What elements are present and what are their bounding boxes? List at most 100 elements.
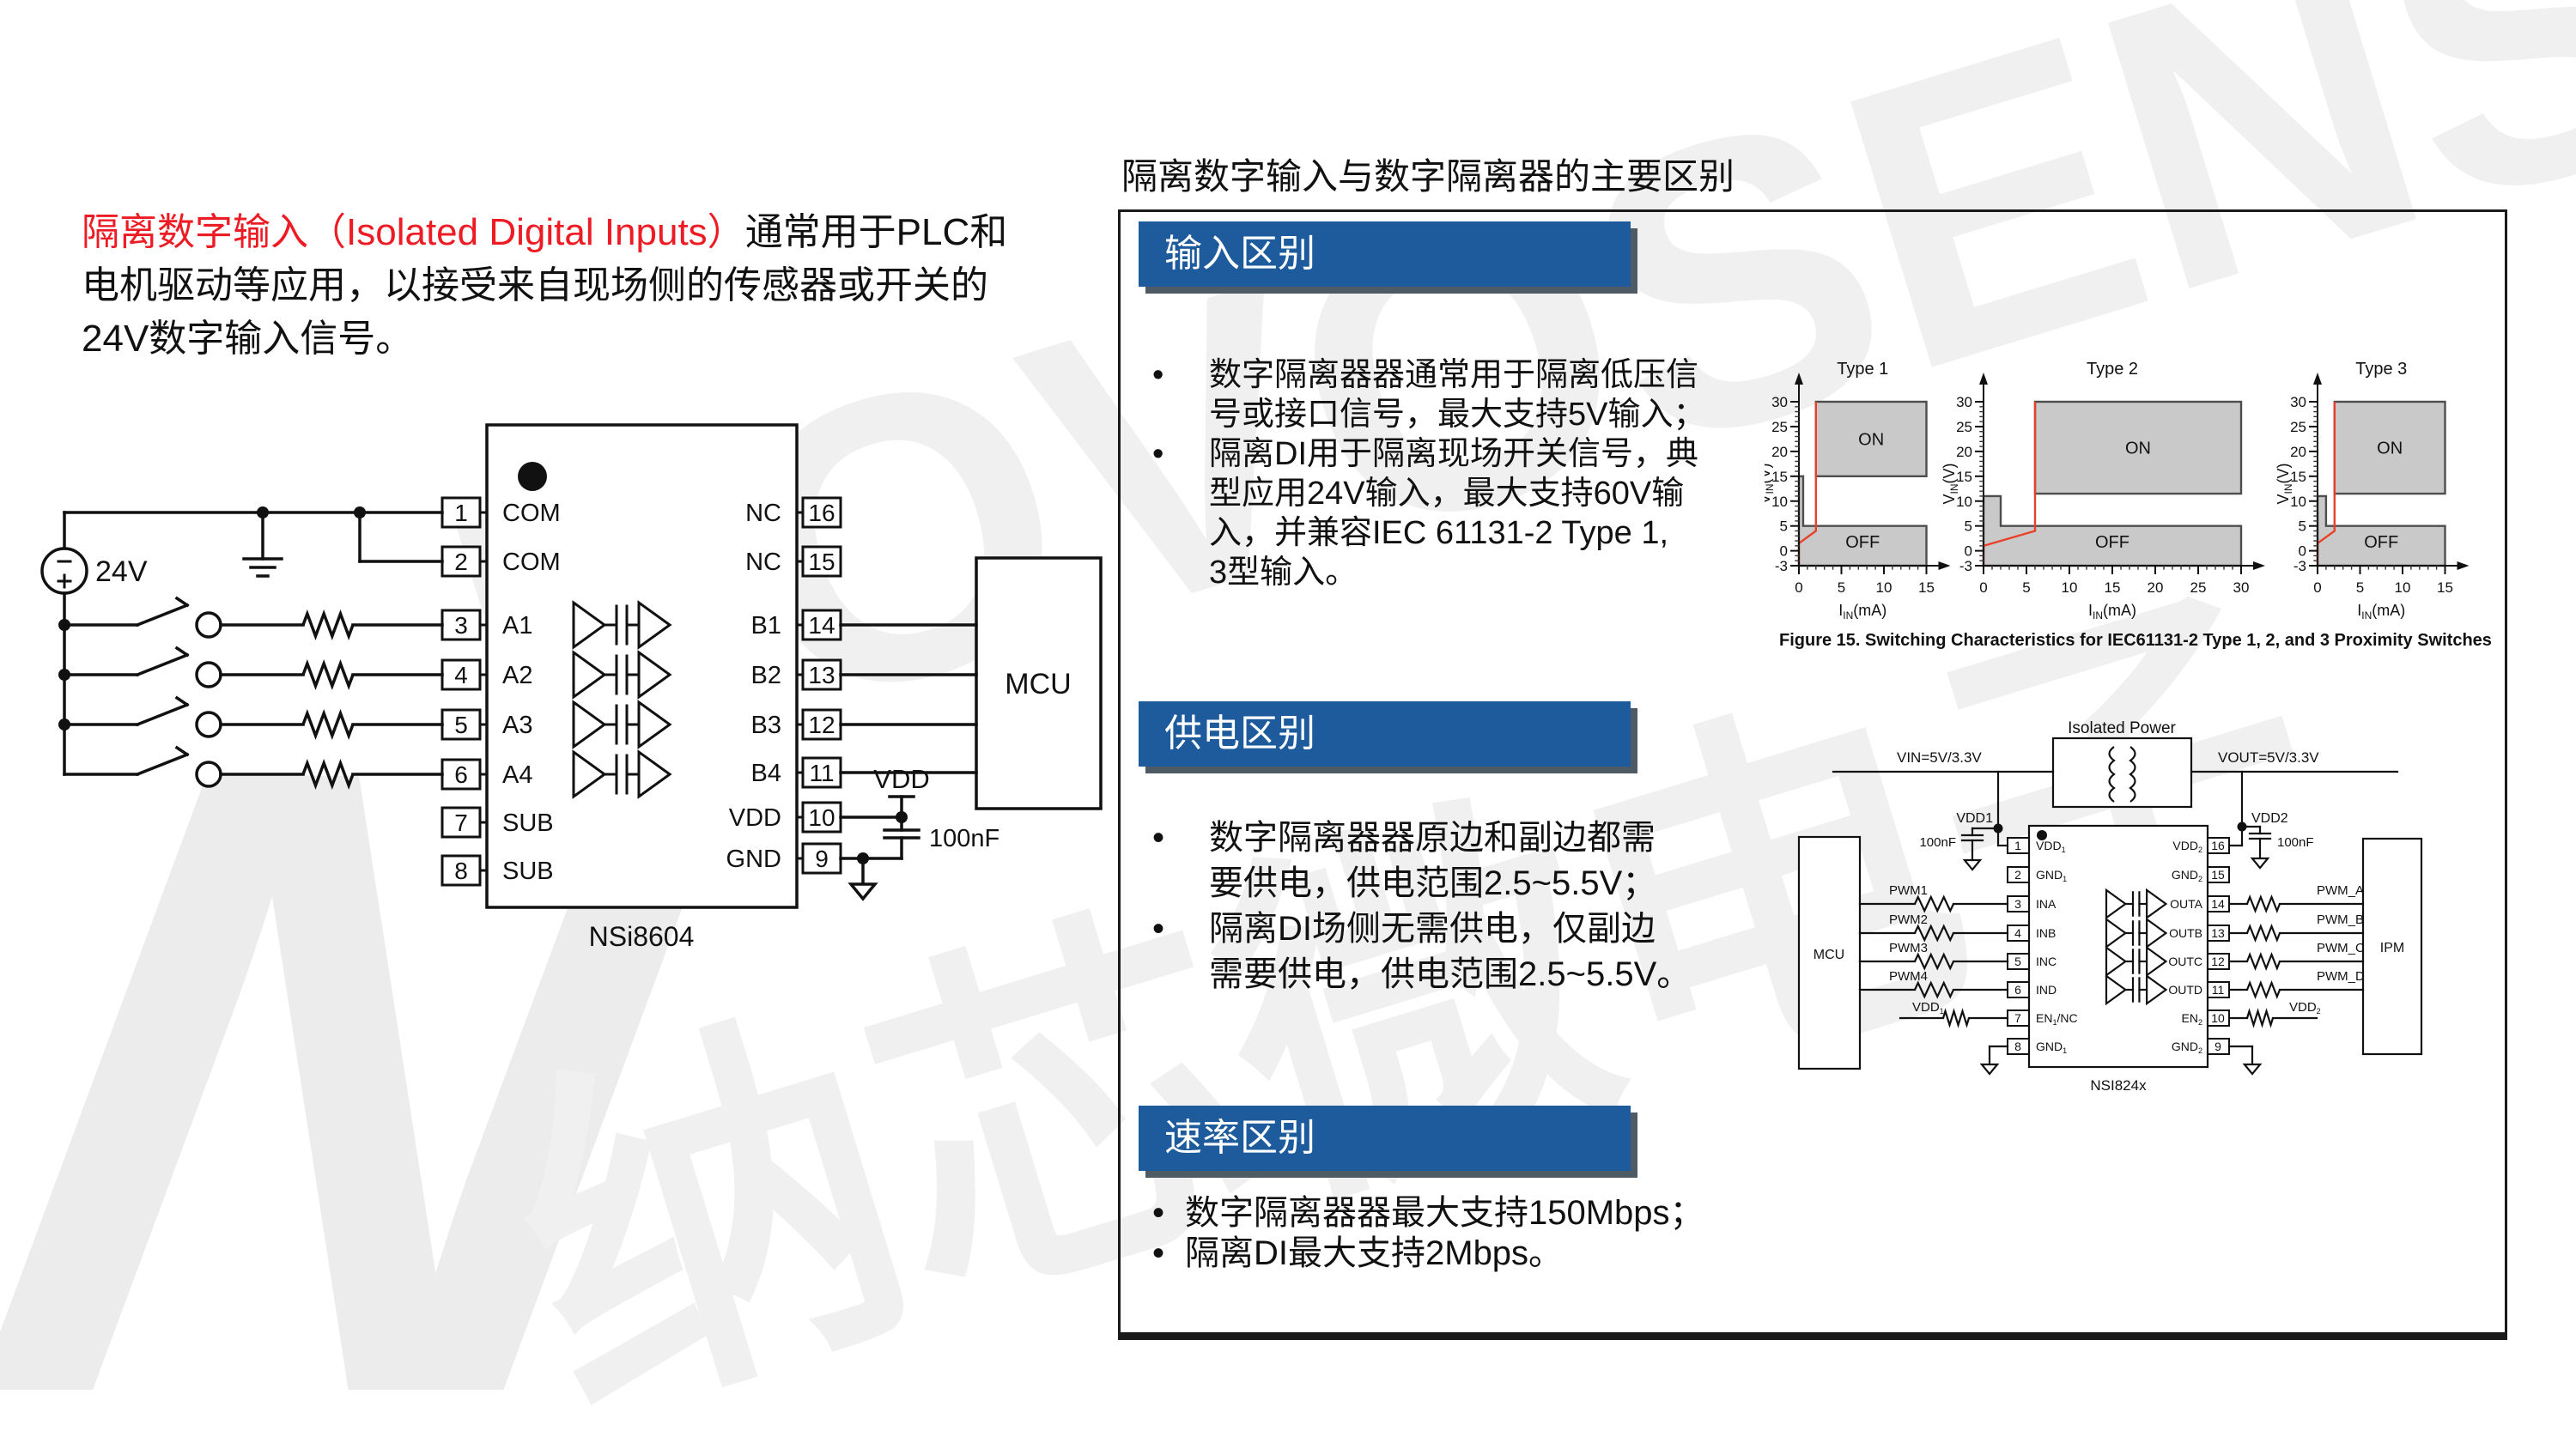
svg-text:15: 15 xyxy=(1956,469,1972,485)
svg-text:VIN(V): VIN(V) xyxy=(1765,463,1776,504)
svg-text:10: 10 xyxy=(2062,579,2078,596)
svg-text:OUTA: OUTA xyxy=(2170,897,2203,911)
svg-text:30: 30 xyxy=(2290,394,2306,410)
svg-text:9: 9 xyxy=(815,846,829,872)
svg-text:15: 15 xyxy=(2105,579,2121,596)
svg-text:16: 16 xyxy=(2211,839,2225,852)
svg-text:EN1/NC: EN1/NC xyxy=(2036,1011,2078,1027)
svg-text:6: 6 xyxy=(2014,983,2021,997)
intro-red-term: 隔离数字输入（Isolated Digital Inputs） xyxy=(82,211,745,253)
bullet-line: 入，并兼容IEC 61131-2 Type 1, xyxy=(1209,515,1669,551)
svg-text:20: 20 xyxy=(1771,444,1788,460)
power-difference-list: 数字隔离器器原边和副边都需 要供电，供电范围2.5~5.5V； 隔离DI场侧无需… xyxy=(1152,815,1691,997)
svg-text:25: 25 xyxy=(1771,419,1788,435)
svg-text:100nF: 100nF xyxy=(1919,835,1956,850)
svg-text:0: 0 xyxy=(1795,579,1802,596)
svg-text:Type 3: Type 3 xyxy=(2355,360,2407,379)
svg-text:VDD2: VDD2 xyxy=(2289,1000,2321,1016)
svg-text:10: 10 xyxy=(1771,494,1788,510)
list-item: 数字隔离器器通常用于隔离低压信 号或接口信号，最大支持5V输入； xyxy=(1152,355,1706,434)
section-header-speed-label: 速率区别 xyxy=(1164,1117,1315,1159)
svg-text:5: 5 xyxy=(454,712,468,738)
svg-text:PWM_B: PWM_B xyxy=(2317,912,2364,927)
list-item: 数字隔离器器原边和副边都需 要供电，供电范围2.5~5.5V； xyxy=(1152,815,1691,906)
svg-text:MCU: MCU xyxy=(1005,668,1071,700)
svg-text:10: 10 xyxy=(2211,1011,2225,1025)
bullet-line: 隔离DI场侧无需供电，仅副边 xyxy=(1209,910,1656,948)
section-header-power: 供电区别 xyxy=(1139,701,1631,767)
list-item: 隔离DI用于隔离现场开关信号，典 型应用24V输入，最大支持60V输 入，并兼容… xyxy=(1152,434,1705,592)
svg-text:PWM2: PWM2 xyxy=(1889,912,1928,927)
intro-line3: 24V数字输入信号。 xyxy=(82,318,414,360)
svg-text:0: 0 xyxy=(2313,579,2321,596)
comparison-panel xyxy=(1118,209,2507,1340)
svg-text:12: 12 xyxy=(808,712,835,738)
svg-text:VIN=5V/3.3V: VIN=5V/3.3V xyxy=(1897,749,1982,766)
svg-text:0: 0 xyxy=(1780,543,1788,560)
svg-text:0: 0 xyxy=(1965,543,1972,560)
bullet-line: 隔离DI最大支持2Mbps。 xyxy=(1185,1234,1564,1272)
svg-text:OUTC: OUTC xyxy=(2168,955,2202,968)
svg-text:COM: COM xyxy=(502,549,561,576)
svg-text:INB: INB xyxy=(2036,926,2056,940)
svg-text:5: 5 xyxy=(1780,518,1788,535)
section-header-input: 输入区别 xyxy=(1139,221,1631,287)
svg-text:NC: NC xyxy=(745,500,781,527)
svg-text:15: 15 xyxy=(1918,579,1935,596)
svg-text:IPM: IPM xyxy=(2380,941,2404,955)
svg-text:5: 5 xyxy=(2299,518,2306,535)
svg-text:25: 25 xyxy=(1956,419,1972,435)
svg-text:-3: -3 xyxy=(1959,558,1972,574)
svg-text:16: 16 xyxy=(808,500,835,526)
svg-text:NC: NC xyxy=(745,549,781,576)
svg-text:IIN(mA): IIN(mA) xyxy=(2088,602,2136,621)
svg-text:100nF: 100nF xyxy=(929,825,999,852)
section-header-speed: 速率区别 xyxy=(1139,1106,1631,1171)
svg-text:13: 13 xyxy=(2211,926,2225,940)
svg-text:NSI824x: NSI824x xyxy=(2090,1077,2147,1094)
svg-text:20: 20 xyxy=(2148,579,2164,596)
svg-text:7: 7 xyxy=(454,809,468,836)
svg-text:GND2: GND2 xyxy=(2172,1040,2202,1055)
speed-difference-list: 数字隔离器器最大支持150Mbps； 隔离DI最大支持2Mbps。 xyxy=(1152,1193,1704,1274)
list-item: 隔离DI最大支持2Mbps。 xyxy=(1152,1234,1704,1274)
svg-text:20: 20 xyxy=(1956,444,1972,460)
list-item: 数字隔离器器最大支持150Mbps； xyxy=(1152,1193,1704,1234)
svg-text:2: 2 xyxy=(454,549,468,575)
svg-text:B2: B2 xyxy=(751,662,781,689)
page-title: 隔离数字输入与数字隔离器的主要区别 xyxy=(1121,156,1735,197)
svg-text:MCU: MCU xyxy=(1814,948,1844,962)
svg-text:15: 15 xyxy=(1771,469,1788,485)
figure15-caption: Figure 15. Switching Characteristics for… xyxy=(1779,631,2492,650)
svg-text:A1: A1 xyxy=(502,612,532,640)
svg-text:B1: B1 xyxy=(751,612,781,640)
svg-text:PWM_C: PWM_C xyxy=(2317,941,2365,955)
svg-text:INC: INC xyxy=(2036,955,2057,968)
svg-text:25: 25 xyxy=(2190,579,2207,596)
svg-text:Type 2: Type 2 xyxy=(2087,360,2138,379)
svg-text:PWM1: PWM1 xyxy=(1889,883,1928,898)
svg-text:VIN(V): VIN(V) xyxy=(2275,463,2294,504)
section-header-power-label: 供电区别 xyxy=(1164,712,1315,755)
svg-text:VIN(V): VIN(V) xyxy=(1941,463,1960,504)
svg-text:GND: GND xyxy=(726,846,781,873)
svg-text:0: 0 xyxy=(1979,579,1987,596)
svg-text:30: 30 xyxy=(1956,394,1972,410)
svg-text:15: 15 xyxy=(2437,579,2453,596)
svg-text:10: 10 xyxy=(1876,579,1893,596)
list-item: 隔离DI场侧无需供电，仅副边 需要供电，供电范围2.5~5.5V。 xyxy=(1152,906,1691,997)
svg-text:5: 5 xyxy=(1838,579,1845,596)
bullet-line: 数字隔离器器通常用于隔离低压信 xyxy=(1209,357,1699,393)
svg-text:6: 6 xyxy=(454,761,468,788)
svg-text:8: 8 xyxy=(2014,1040,2021,1053)
svg-text:5: 5 xyxy=(2014,955,2021,968)
svg-text:12: 12 xyxy=(2211,955,2225,968)
svg-text:A4: A4 xyxy=(502,761,532,789)
svg-text:OFF: OFF xyxy=(1845,533,1880,552)
svg-text:25: 25 xyxy=(2290,419,2306,435)
svg-text:4: 4 xyxy=(454,662,468,688)
svg-text:14: 14 xyxy=(808,612,835,639)
